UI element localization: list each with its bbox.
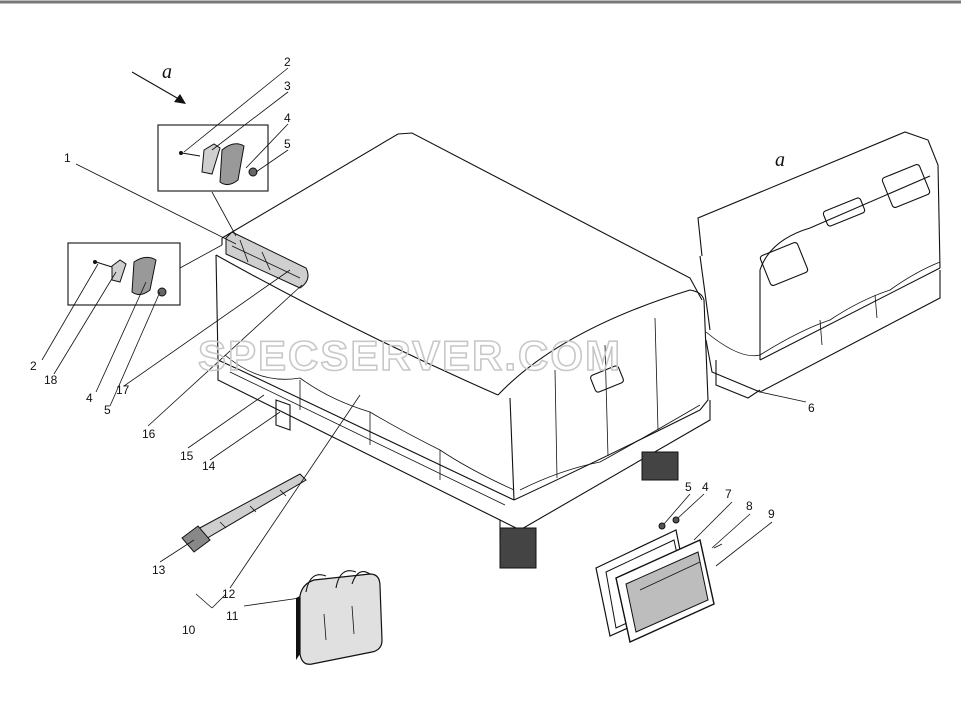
callout-7: 7 bbox=[725, 487, 732, 501]
callout-1: 1 bbox=[64, 151, 71, 165]
callout-5-window: 5 bbox=[685, 480, 692, 494]
callout-4-window: 4 bbox=[702, 480, 709, 494]
callout-3: 3 bbox=[284, 79, 291, 93]
callout-10: 10 bbox=[182, 623, 196, 637]
callout-18: 18 bbox=[44, 373, 58, 387]
leader-lines bbox=[41, 67, 807, 609]
callout-15: 15 bbox=[180, 449, 194, 463]
callout-4-left: 4 bbox=[86, 391, 93, 405]
callout-2-left: 2 bbox=[30, 359, 37, 373]
canvas-bag bbox=[296, 570, 383, 665]
strap bbox=[181, 473, 307, 553]
front-seam-cap bbox=[225, 231, 309, 289]
watermark: SPECSERVER.COM bbox=[198, 332, 622, 379]
callout-5-top: 5 bbox=[284, 137, 291, 151]
inset-left bbox=[67, 242, 223, 306]
callout-14: 14 bbox=[202, 459, 216, 473]
callout-17: 17 bbox=[116, 383, 130, 397]
view-arrow bbox=[131, 71, 186, 104]
callout-9: 9 bbox=[768, 507, 775, 521]
callout-16: 16 bbox=[142, 427, 156, 441]
main-canopy bbox=[215, 132, 709, 501]
window-assembly bbox=[595, 516, 723, 643]
inset-top bbox=[157, 124, 269, 237]
callout-6: 6 bbox=[808, 401, 815, 415]
callout-11: 11 bbox=[226, 609, 239, 623]
callout-8: 8 bbox=[746, 499, 753, 513]
detail-view-trailer bbox=[697, 131, 941, 399]
callout-12: 12 bbox=[222, 587, 236, 601]
view-arrow-letter: a bbox=[162, 61, 172, 83]
callout-13: 13 bbox=[152, 563, 166, 577]
callout-5-left: 5 bbox=[104, 403, 111, 417]
main-body-frame bbox=[217, 362, 711, 569]
callout-4-top: 4 bbox=[284, 111, 291, 125]
callout-2-top: 2 bbox=[284, 55, 291, 69]
detail-view-letter: a bbox=[775, 149, 785, 171]
